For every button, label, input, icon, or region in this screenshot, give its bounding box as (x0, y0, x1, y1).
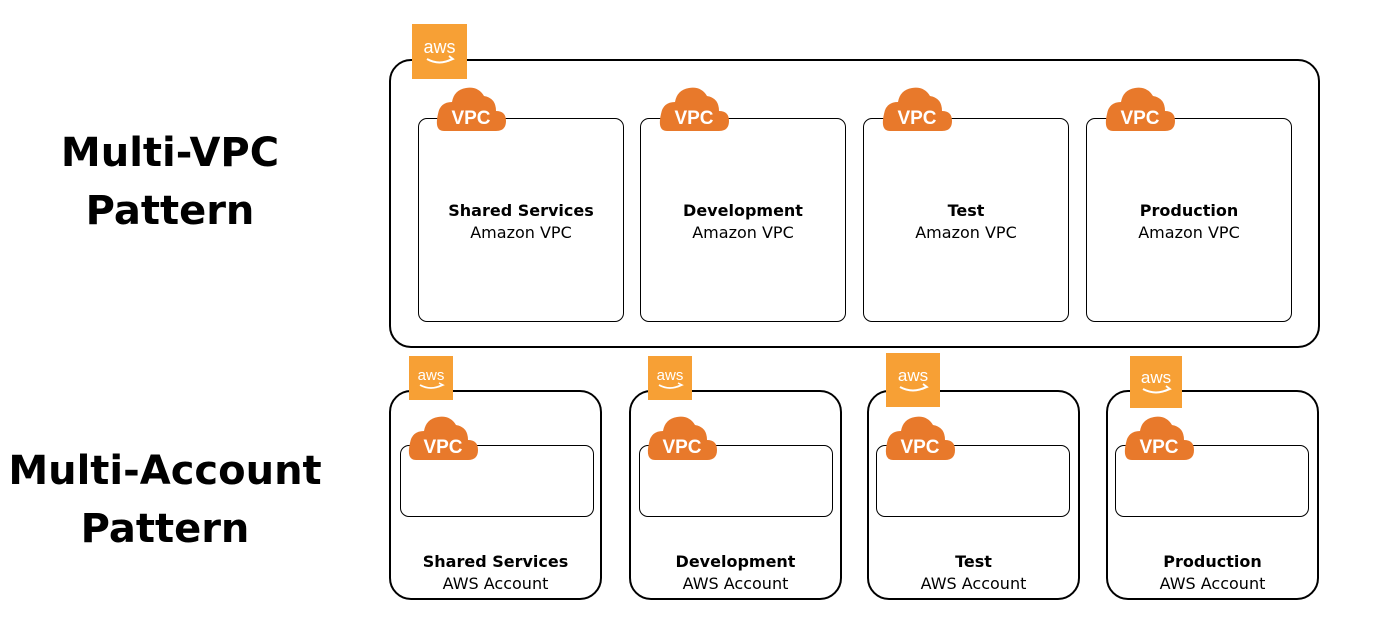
vpc-box-development (640, 118, 846, 322)
vpc-name: Development (683, 201, 803, 220)
vpc-label-shared-services: Shared Services Amazon VPC (418, 200, 624, 244)
vpc-cloud-icon: VPC (434, 86, 506, 134)
account-label-test: Test AWS Account (867, 551, 1080, 595)
account-name: Shared Services (422, 552, 569, 571)
vpc-kind: Amazon VPC (1138, 223, 1240, 242)
vpc-label-test: Test Amazon VPC (863, 200, 1069, 244)
vpc-cloud-icon: VPC (880, 86, 952, 134)
svg-text:VPC: VPC (423, 437, 462, 458)
vpc-cloud-icon: VPC (1122, 415, 1194, 463)
vpc-label-production: Production Amazon VPC (1086, 200, 1292, 244)
aws-logo-icon: aws (886, 353, 940, 407)
vpc-label-development: Development Amazon VPC (640, 200, 846, 244)
aws-logo-icon: aws (1130, 356, 1182, 408)
vpc-cloud-icon: VPC (406, 415, 478, 463)
svg-text:aws: aws (898, 366, 928, 385)
svg-text:aws: aws (657, 367, 684, 384)
account-label-development: Development AWS Account (629, 551, 842, 595)
svg-text:VPC: VPC (662, 437, 701, 458)
svg-text:VPC: VPC (674, 108, 713, 129)
svg-text:VPC: VPC (451, 108, 490, 129)
vpc-name: Test (947, 201, 985, 220)
svg-text:VPC: VPC (1139, 437, 1178, 458)
vpc-cloud-icon: VPC (645, 415, 717, 463)
svg-text:VPC: VPC (897, 108, 936, 129)
vpc-kind: Amazon VPC (915, 223, 1017, 242)
multi-account-title-line1: Multi-Account (8, 448, 322, 494)
svg-text:VPC: VPC (900, 437, 939, 458)
multi-account-pattern-title: Multi-Account Pattern (0, 442, 330, 558)
svg-text:aws: aws (418, 367, 445, 384)
svg-text:aws: aws (1141, 368, 1171, 387)
account-kind: AWS Account (682, 574, 789, 593)
vpc-name: Shared Services (448, 201, 594, 220)
multi-account-title-line2: Pattern (80, 506, 250, 552)
vpc-cloud-icon: VPC (883, 415, 955, 463)
account-label-shared-services: Shared Services AWS Account (389, 551, 602, 595)
multi-vpc-pattern-title: Multi-VPC Pattern (40, 124, 300, 240)
vpc-box-test (863, 118, 1069, 322)
vpc-cloud-icon: VPC (1103, 86, 1175, 134)
aws-logo-icon: aws (412, 24, 467, 79)
aws-logo-icon: aws (648, 356, 692, 400)
account-kind: AWS Account (1159, 574, 1266, 593)
account-name: Test (955, 552, 992, 571)
vpc-box-production (1086, 118, 1292, 322)
vpc-cloud-icon: VPC (657, 86, 729, 134)
vpc-name: Production (1139, 201, 1239, 220)
vpc-box-shared-services (418, 118, 624, 322)
svg-text:aws: aws (423, 37, 455, 57)
account-name: Development (675, 552, 796, 571)
account-name: Production (1163, 552, 1262, 571)
svg-text:VPC: VPC (1120, 108, 1159, 129)
vpc-kind: Amazon VPC (470, 223, 572, 242)
aws-logo-icon: aws (409, 356, 453, 400)
multi-vpc-title-line1: Multi-VPC (60, 130, 280, 176)
account-kind: AWS Account (920, 574, 1027, 593)
multi-vpc-title-line2: Pattern (85, 188, 255, 234)
account-kind: AWS Account (442, 574, 549, 593)
account-label-production: Production AWS Account (1106, 551, 1319, 595)
vpc-kind: Amazon VPC (692, 223, 794, 242)
